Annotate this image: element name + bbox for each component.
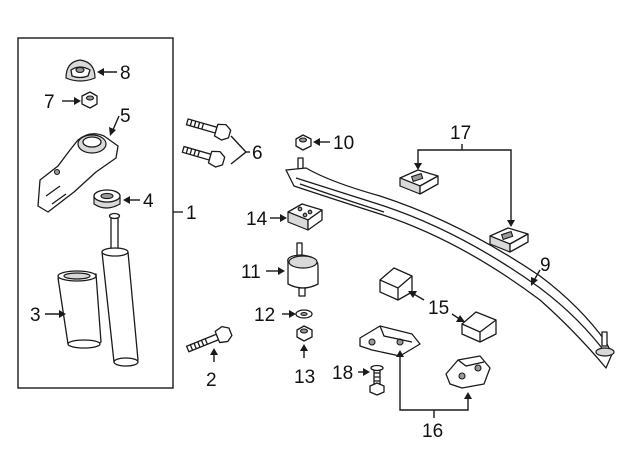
shock-absorber[interactable] [101, 212, 139, 367]
part-5-upper-mount[interactable] [37, 133, 119, 213]
callout-11: 11 [241, 262, 261, 283]
shock-assembly-box [17, 37, 174, 389]
part-14-spacer[interactable] [287, 203, 323, 231]
part-18-bolt[interactable] [369, 364, 385, 396]
part-12-washer[interactable] [295, 309, 313, 319]
callout-17: 17 [450, 123, 471, 144]
callout-14: 14 [246, 209, 268, 230]
part-10-nut[interactable] [295, 134, 312, 151]
part-11-bump-stop[interactable] [287, 242, 319, 297]
callout-13: 13 [294, 367, 315, 388]
part-13-nut[interactable] [296, 325, 313, 342]
callout-4: 4 [143, 191, 154, 212]
part-2-bolt[interactable] [185, 324, 234, 356]
callout-18: 18 [332, 363, 353, 384]
callout-1: 1 [186, 203, 197, 224]
callout-7: 7 [44, 92, 55, 113]
callout-9: 9 [540, 255, 551, 276]
callout-15: 15 [428, 298, 449, 319]
callout-12: 12 [254, 305, 275, 326]
part-6-bolts[interactable] [181, 114, 232, 169]
callout-16: 16 [422, 421, 443, 442]
part-15-clips[interactable] [379, 267, 497, 343]
callout-8: 8 [120, 63, 131, 84]
part-16-brackets[interactable] [359, 325, 491, 389]
part-3-dust-boot[interactable] [57, 270, 102, 349]
callout-2: 2 [206, 370, 217, 391]
part-8-mount-cap[interactable] [65, 59, 96, 82]
part-4-bushing[interactable] [93, 189, 121, 209]
callout-6: 6 [252, 143, 263, 164]
part-9-leaf-spring[interactable] [285, 157, 615, 369]
callout-3: 3 [30, 305, 41, 326]
callout-10: 10 [333, 133, 354, 154]
part-17-spring-pads[interactable] [399, 169, 529, 253]
callout-5: 5 [120, 106, 131, 127]
part-7-nut[interactable] [81, 91, 98, 109]
